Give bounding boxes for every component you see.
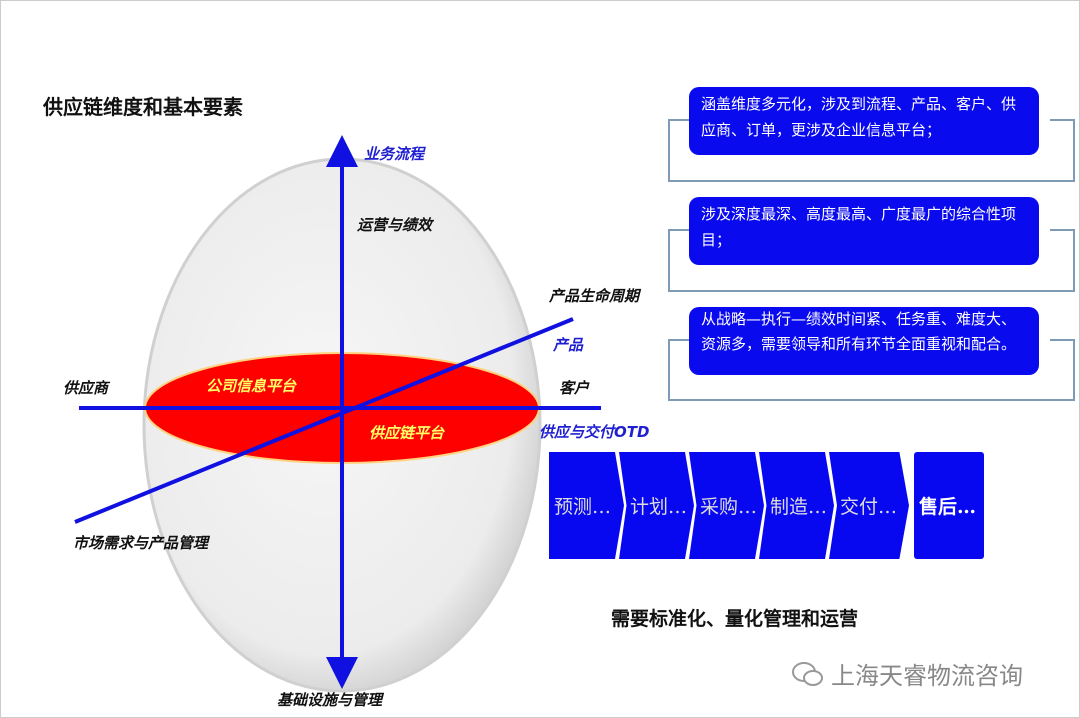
slide-title: 供应链维度和基本要素 <box>43 95 243 119</box>
bottom-caption: 需要标准化、量化管理和运营 <box>611 608 859 630</box>
process-step-1: 预测… <box>549 452 624 559</box>
note-2: 涉及深度最深、高度最高、广度最广的综合性项目； <box>689 197 1039 265</box>
watermark: 上海天睿物流咨询 <box>791 656 1023 691</box>
process-step-5: 交付… <box>829 452 909 559</box>
note-frame-1 <box>668 119 1075 182</box>
process-step-6: 售后… <box>914 452 984 559</box>
process-step-3: 采购… <box>689 452 764 559</box>
axis-label-left: 供应商 <box>63 379 109 397</box>
axis-label-right-sub: 供应与交付OTD <box>539 423 650 441</box>
note-frame-2 <box>668 229 1075 292</box>
platform-label-lower: 供应链平台 <box>369 424 445 442</box>
axis-label-diag-bottom: 市场需求与产品管理 <box>73 534 209 552</box>
axis-label-diag-sub: 产品 <box>553 336 584 354</box>
axis-label-bottom: 基础设施与管理 <box>277 691 383 709</box>
note-frame-3 <box>668 339 1075 401</box>
note-1: 涵盖维度多元化，涉及到流程、产品、客户、供应商、订单，更涉及企业信息平台； <box>689 87 1039 155</box>
note-3: 从战略—执行—绩效时间紧、任务重、难度大、资源多，需要领导和所有环节全面重视和配… <box>689 307 1039 375</box>
watermark-text: 上海天睿物流咨询 <box>831 662 1023 690</box>
wechat-icon <box>792 661 823 686</box>
axis-label-diag-top: 产品生命周期 <box>549 287 640 305</box>
process-step-4: 制造… <box>759 452 834 559</box>
process-step-2: 计划… <box>619 452 694 559</box>
axis-label-top: 业务流程 <box>364 145 425 163</box>
axis-label-upper: 运营与绩效 <box>357 216 433 234</box>
diagonal-axis <box>74 317 574 524</box>
platform-label-upper: 公司信息平台 <box>206 377 297 395</box>
axis-label-right: 客户 <box>559 379 590 397</box>
